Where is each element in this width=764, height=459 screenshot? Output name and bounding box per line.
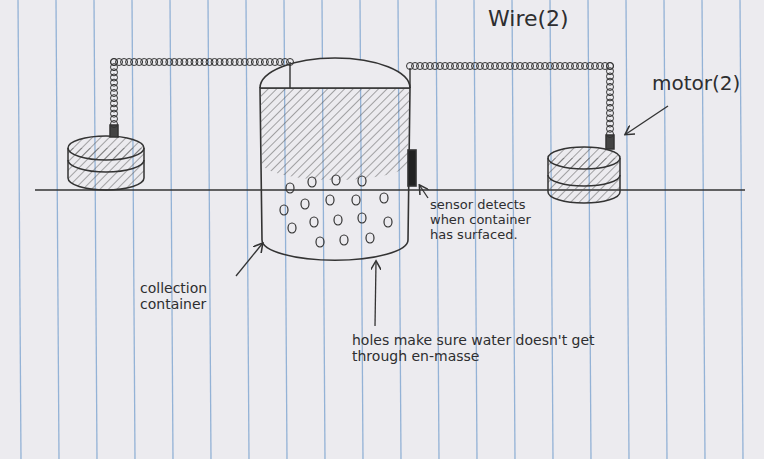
motor-drawing (548, 135, 620, 203)
part-label: motor(2) (652, 72, 757, 95)
ruled-line (208, 0, 211, 459)
sensor (408, 150, 416, 186)
note-label: sensor detects when container has surfac… (430, 198, 542, 243)
coil-loop (287, 59, 294, 66)
ruled-line (56, 0, 59, 459)
motor-drawing (68, 125, 144, 190)
ruled-line (702, 0, 705, 459)
holes (280, 175, 392, 247)
note-label: holes make sure water doesn't get throug… (352, 332, 612, 364)
part-label: Wire(2) (488, 6, 628, 31)
ruled-line (664, 0, 667, 459)
ruled-line (740, 0, 743, 459)
ruled-line (626, 0, 629, 459)
notebook-lines (18, 0, 743, 459)
ruled-line (246, 0, 249, 459)
collection-container-drawing (260, 58, 416, 260)
ground-line (35, 189, 745, 191)
coil-loop (607, 131, 614, 138)
ruled-line (18, 0, 21, 459)
ruled-line (94, 0, 97, 459)
ruled-line (170, 0, 173, 459)
note-label: collection container (140, 280, 250, 312)
wire-coils (111, 59, 614, 138)
ruled-line (398, 0, 401, 459)
leader-lines (236, 106, 668, 326)
ruled-line (132, 0, 135, 459)
wire (290, 62, 410, 88)
